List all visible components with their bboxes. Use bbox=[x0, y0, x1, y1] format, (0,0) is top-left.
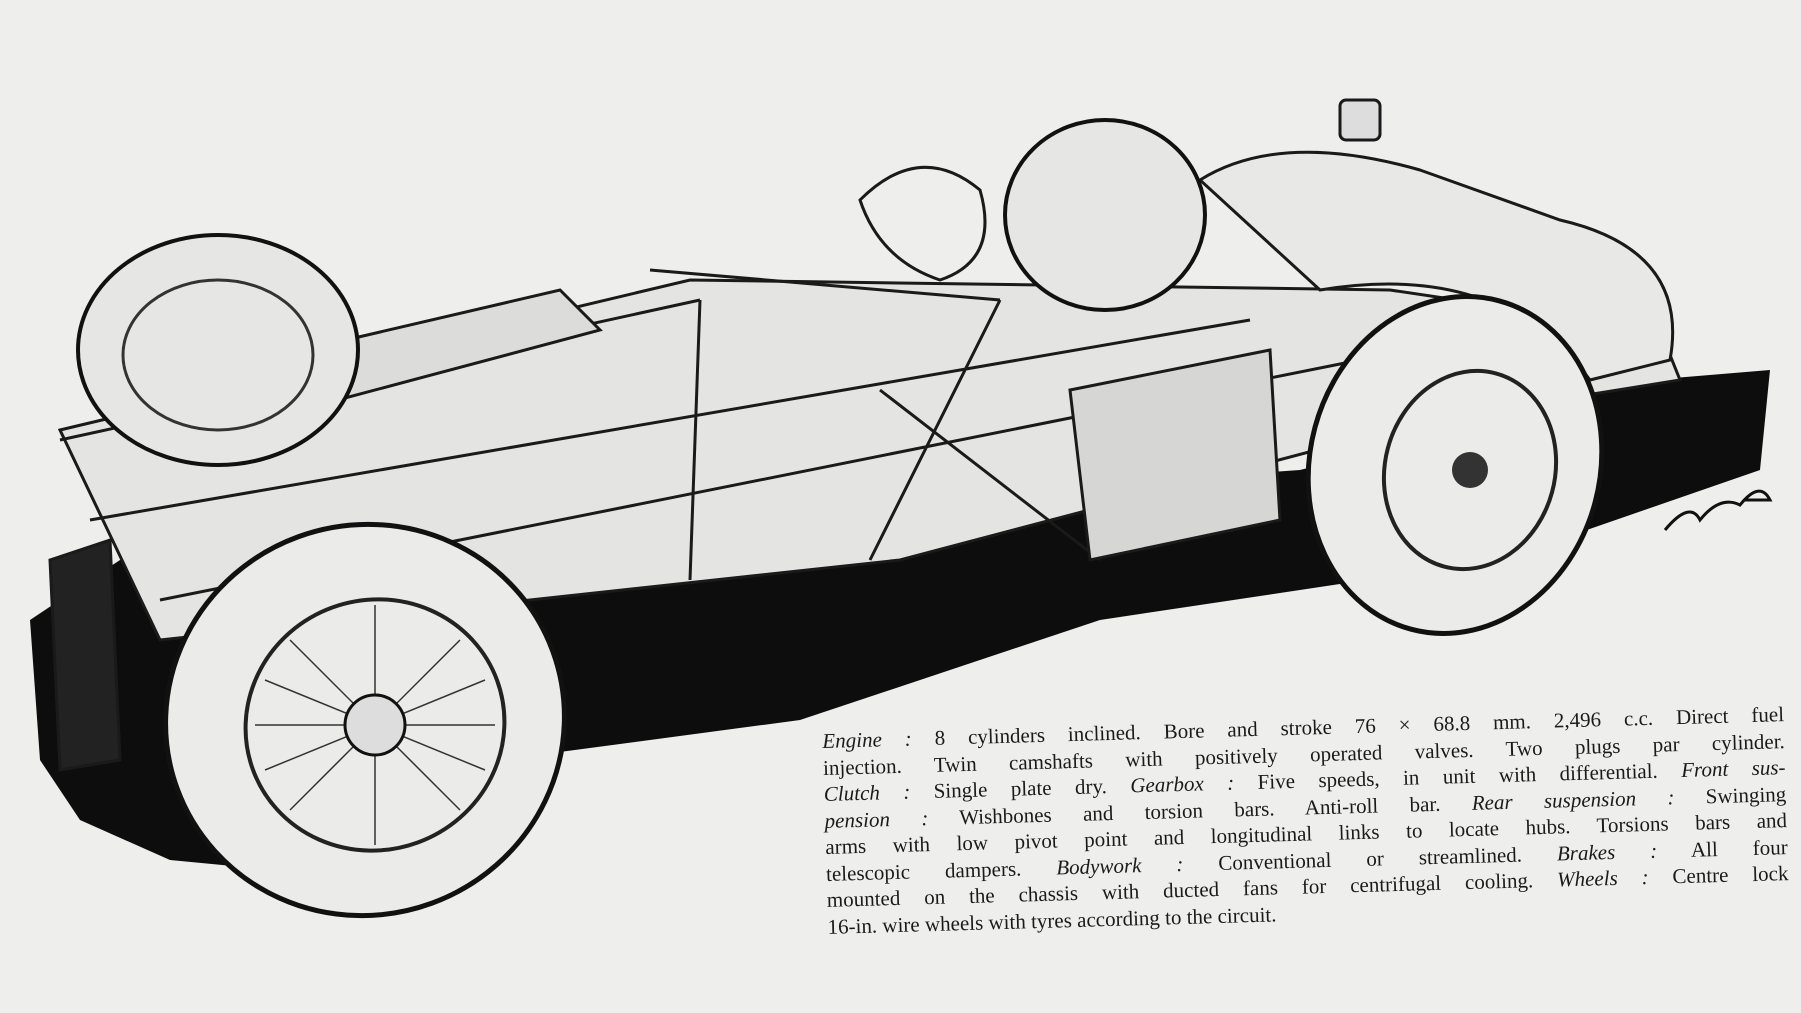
caption-text: Single plate dry. bbox=[909, 773, 1131, 804]
label-wheels: Wheels : bbox=[1556, 864, 1649, 892]
label-brakes: Brakes : bbox=[1556, 838, 1658, 866]
label-gearbox: Gearbox : bbox=[1129, 770, 1235, 798]
rear-right-wheel bbox=[1003, 118, 1207, 312]
label-rear-suspension: Rear suspension : bbox=[1471, 784, 1675, 815]
label-clutch: Clutch : bbox=[823, 779, 911, 806]
rear-left-wheel bbox=[76, 233, 360, 467]
label-front-suspension-cont: pension : bbox=[824, 805, 929, 833]
caption-text: All four bbox=[1656, 834, 1789, 863]
label-engine: Engine : bbox=[822, 726, 913, 753]
front-right-wheel bbox=[1305, 294, 1605, 636]
caption-text: Centre lock bbox=[1648, 861, 1789, 889]
caption-text: Swinging bbox=[1674, 781, 1787, 809]
artist-signature bbox=[1663, 489, 1773, 531]
label-bodywork: Bodywork : bbox=[1055, 851, 1184, 880]
front-left-wheel bbox=[163, 521, 567, 919]
specification-caption: Engine : 8 cylinders inclined. Bore and … bbox=[822, 701, 1790, 940]
label-front-suspension: Front sus- bbox=[1680, 755, 1786, 783]
